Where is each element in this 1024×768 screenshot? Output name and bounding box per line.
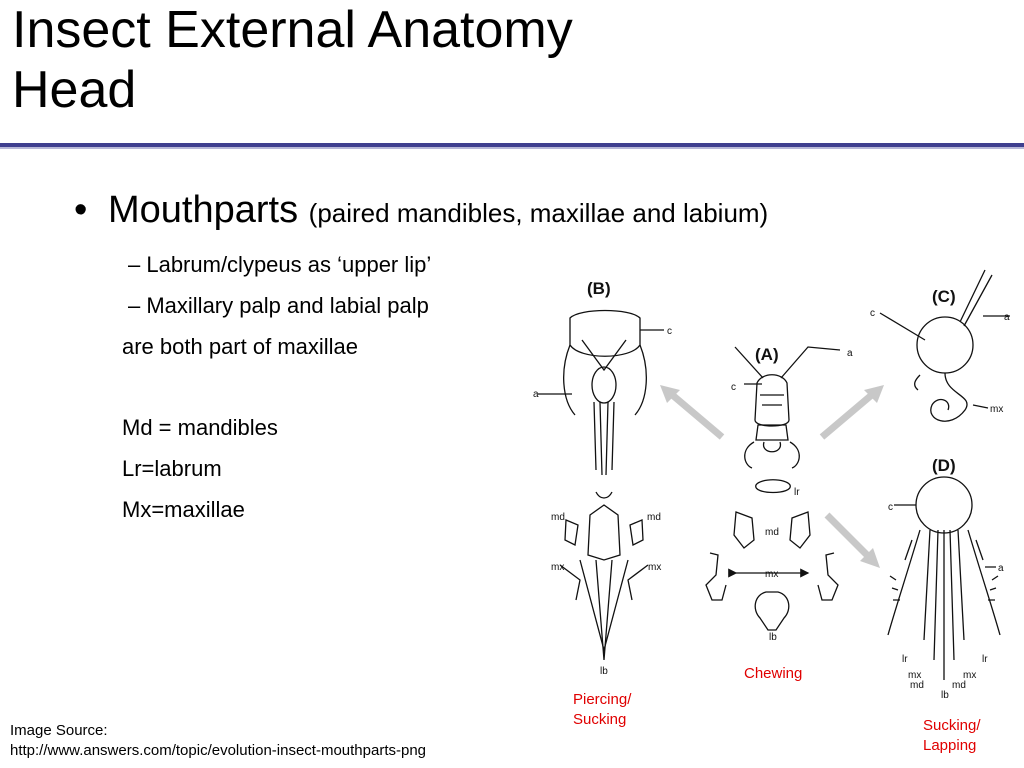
panel-a-head	[734, 346, 841, 469]
image-source-url: http://www.answers.com/topic/evolution-i…	[10, 742, 427, 759]
label-b-md-right: md	[647, 512, 661, 523]
label-panel-c: (C)	[932, 287, 956, 306]
label-a-lr: lr	[794, 487, 800, 498]
title-line-2: Head	[12, 61, 137, 119]
label-a-md: md	[765, 527, 779, 538]
abbrev-md: Md = mandibles	[122, 415, 278, 440]
abbrev-lr: Lr=labrum	[122, 456, 222, 481]
slide-title: Insect External Anatomy Head	[12, 0, 573, 120]
sub-item-palps: – Maxillary palp and labial palp	[128, 293, 429, 318]
arrow-to-c	[819, 385, 884, 440]
label-c-c: c	[870, 308, 875, 319]
bullet-mouthparts: • Mouthparts (paired mandibles, maxillae …	[74, 186, 768, 237]
sub-item-labrum: – Labrum/clypeus as ‘upper lip’	[128, 252, 432, 277]
abbrev-mx: Mx=maxillae	[122, 497, 245, 522]
label-panel-b: (B)	[587, 279, 611, 298]
label-b-lb: lb	[600, 666, 608, 677]
title-divider-shadow	[0, 147, 1024, 149]
label-b-md-left: md	[551, 512, 565, 523]
label-panel-a: (A)	[755, 345, 779, 364]
bullet-paren-text: (paired mandibles, maxillae and labium)	[308, 198, 769, 228]
image-source-label: Image Source:	[10, 722, 108, 739]
panel-d-head	[887, 476, 1001, 680]
label-panel-d: (D)	[932, 456, 956, 475]
caption-sucking-lapping: Sucking/ Lapping	[923, 717, 981, 754]
label-c-a: a	[1004, 312, 1010, 323]
arrow-to-d	[824, 512, 880, 568]
title-divider	[0, 143, 1024, 147]
label-d-lr-left: lr	[902, 654, 908, 665]
sub-item-maxillae-note: are both part of maxillae	[122, 334, 359, 359]
label-a-mx: mx	[765, 569, 778, 580]
label-d-md-right: md	[952, 680, 966, 691]
label-a-lb: lb	[769, 632, 777, 643]
title-line-1: Insect External Anatomy	[12, 1, 573, 59]
label-b-c: c	[667, 326, 672, 337]
label-d-lr-right: lr	[982, 654, 988, 665]
label-d-lb: lb	[941, 690, 949, 701]
panel-a-mouthparts	[705, 479, 839, 631]
caption-piercing-sucking: Piercing/ Sucking	[573, 691, 632, 728]
bullet-marker: •	[74, 189, 88, 231]
label-c-mx: mx	[990, 404, 1003, 415]
panel-c-proboscis	[879, 269, 1010, 422]
label-d-c: c	[888, 502, 893, 513]
bullet-main-text: Mouthparts	[108, 189, 299, 231]
label-a-a: a	[847, 348, 853, 359]
label-d-mx-left: mx	[908, 670, 921, 681]
panel-b-head	[538, 309, 664, 499]
label-d-md-left: md	[910, 680, 924, 691]
image-source: Image Source: http://www.answers.com/top…	[10, 721, 426, 761]
label-b-mx-left: mx	[551, 562, 564, 573]
arrow-to-b	[660, 385, 725, 440]
label-b-mx-right: mx	[648, 562, 661, 573]
label-b-a: a	[533, 389, 539, 400]
label-d-mx-right: mx	[963, 670, 976, 681]
label-d-a: a	[998, 563, 1004, 574]
caption-chewing: Chewing	[744, 665, 803, 682]
panel-b-mouthparts	[559, 504, 649, 661]
label-a-c: c	[731, 382, 736, 393]
